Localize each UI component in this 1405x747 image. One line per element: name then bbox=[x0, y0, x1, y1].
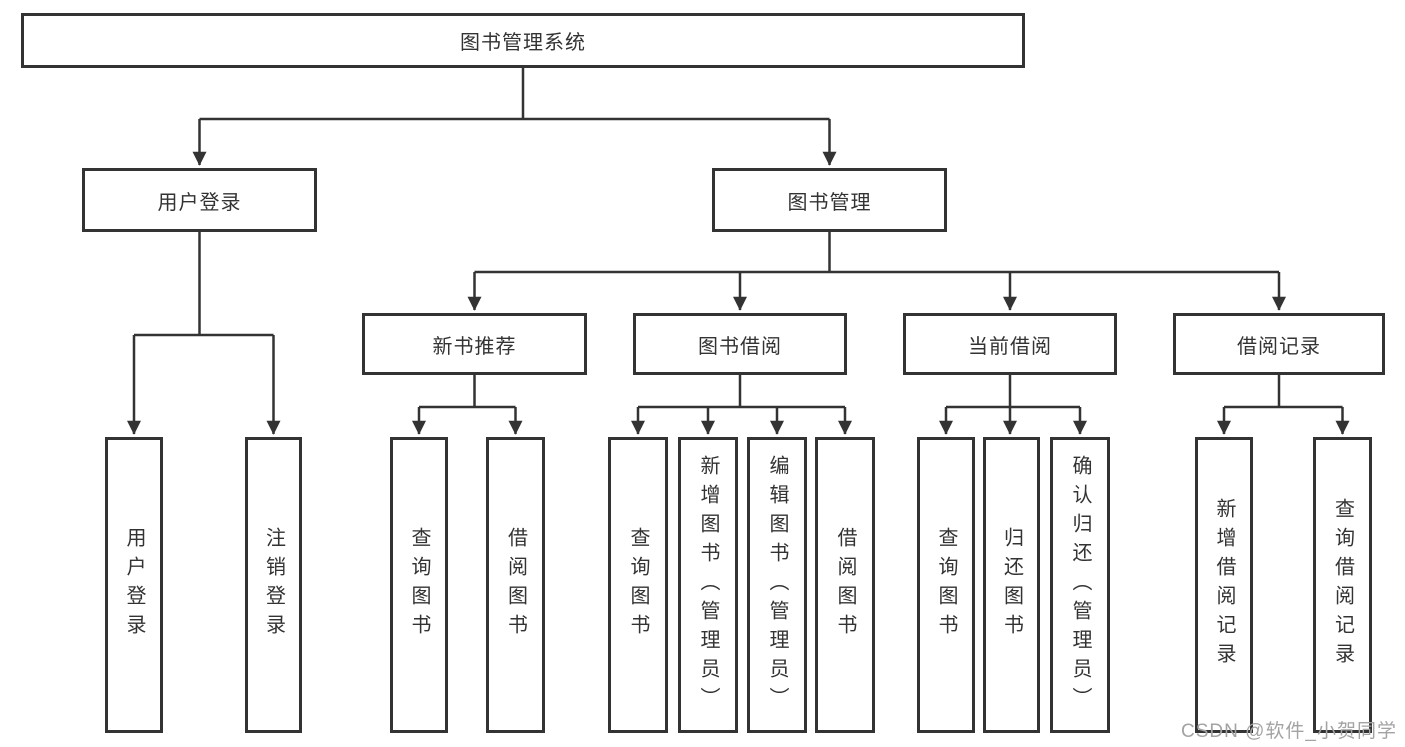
leaf-edit-book-admin: 编辑图书（管理员） bbox=[747, 437, 807, 733]
leaf-borrow-book: 借阅图书 bbox=[815, 437, 875, 733]
node-borrow-record: 借阅记录 bbox=[1173, 313, 1385, 375]
node-current-borrow: 当前借阅 bbox=[903, 313, 1117, 375]
leaf-add-borrow-record: 新增借阅记录 bbox=[1195, 437, 1253, 733]
leaf-return-book: 归还图书 bbox=[983, 437, 1040, 733]
node-root-library-system: 图书管理系统 bbox=[21, 13, 1025, 68]
node-book-management: 图书管理 bbox=[712, 168, 947, 232]
leaf-search-book-recommend: 查询图书 bbox=[390, 437, 448, 733]
leaf-search-book-borrow: 查询图书 bbox=[608, 437, 668, 733]
node-new-book-recommend: 新书推荐 bbox=[362, 313, 587, 375]
node-book-borrow: 图书借阅 bbox=[633, 313, 847, 375]
leaf-search-book-current: 查询图书 bbox=[917, 437, 975, 733]
leaf-logout-login: 注销登录 bbox=[245, 437, 302, 733]
leaf-search-borrow-record: 查询借阅记录 bbox=[1313, 437, 1372, 733]
leaf-confirm-return-admin: 确认归还（管理员） bbox=[1050, 437, 1110, 733]
leaf-user-login: 用户登录 bbox=[105, 437, 163, 733]
leaf-add-book-admin: 新增图书（管理员） bbox=[678, 437, 738, 733]
node-user-login: 用户登录 bbox=[82, 168, 317, 232]
leaf-borrow-book-recommend: 借阅图书 bbox=[486, 437, 545, 733]
csdn-watermark: CSDN @软件_小贺同学 bbox=[1181, 721, 1397, 742]
